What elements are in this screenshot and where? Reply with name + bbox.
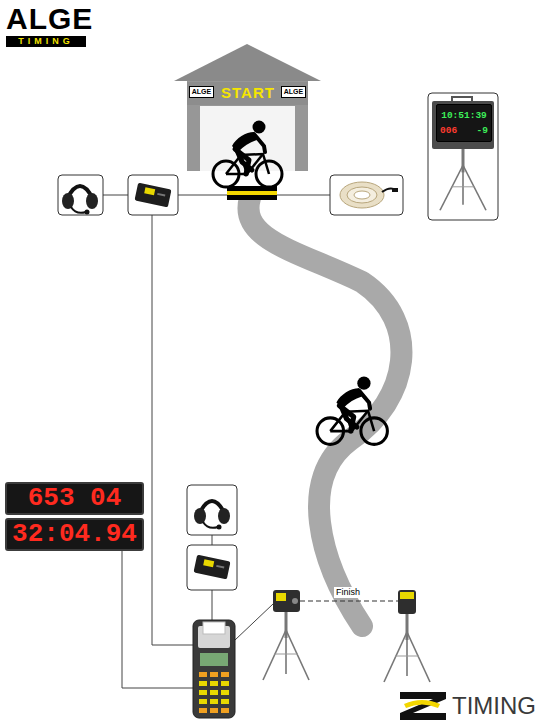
timer-printer <box>210 690 218 695</box>
timer-printer <box>199 699 207 704</box>
contact-mat-icon <box>347 187 377 203</box>
photocell-left <box>273 590 300 612</box>
start-line <box>227 186 277 200</box>
timer-printer <box>200 653 228 666</box>
photocell-left <box>263 590 309 680</box>
contact-mat-icon <box>340 182 384 208</box>
timer-printer <box>203 622 225 634</box>
display-tripod-panel <box>432 101 494 149</box>
radio-icon <box>187 545 237 590</box>
headset-icon <box>187 485 237 535</box>
radio-icon <box>187 545 237 590</box>
headset-icon <box>58 175 103 215</box>
cable <box>277 195 330 196</box>
cable <box>103 195 330 688</box>
display-row: START <box>220 84 276 102</box>
contact-mat-icon <box>330 175 403 215</box>
display-row: 653 04 <box>5 482 144 515</box>
display-row: 006 -9 <box>440 123 488 138</box>
cable <box>103 195 128 196</box>
photocell-right <box>400 592 414 599</box>
radio-icon <box>135 183 172 208</box>
contact-mat-icon <box>392 188 398 192</box>
timer-printer <box>221 699 229 704</box>
timer-printer <box>210 672 218 677</box>
contact-mat-icon <box>330 175 403 215</box>
company-logo-mark <box>400 692 446 720</box>
timer-printer <box>221 672 229 677</box>
display-row: 32:04.94 <box>5 518 144 551</box>
logo-wordmark: ALGE <box>6 3 93 35</box>
timer-printer <box>210 708 218 713</box>
timer-printer <box>221 690 229 695</box>
timer-printer <box>210 681 218 686</box>
radio-icon <box>128 175 178 215</box>
start-line <box>227 186 277 200</box>
display-tripod-panel <box>428 93 498 220</box>
timer-printer <box>193 620 235 718</box>
cyclist-silhouette <box>317 377 387 445</box>
headset-icon <box>62 186 98 215</box>
timer-printer <box>199 672 207 677</box>
led-display-board: 653 04 32:04.94 <box>5 482 144 554</box>
headset-icon <box>187 485 237 535</box>
start-house <box>174 44 321 171</box>
headset-icon <box>58 175 103 215</box>
timer-printer <box>199 690 207 695</box>
race-track <box>248 198 401 626</box>
photocell-left <box>263 612 309 680</box>
photocell-left <box>276 593 286 601</box>
cyclist-silhouette <box>213 121 282 188</box>
light-beam <box>300 600 398 601</box>
finish-label: Finish <box>334 587 362 598</box>
scoreboard-display: 10:51:39006 -9 <box>436 104 492 142</box>
start-banner: START <box>216 83 280 103</box>
photocell-left <box>292 598 298 604</box>
logo-tagline: TIMING <box>6 36 86 47</box>
timer-printer <box>199 681 207 686</box>
node-text: -9 <box>477 123 488 138</box>
node-text: START <box>221 84 275 101</box>
node-text: 10:51:39 <box>441 108 487 123</box>
node-text: 653 04 <box>28 483 122 513</box>
photocell-right <box>398 590 416 614</box>
cable <box>212 590 213 620</box>
photocell-right <box>384 614 430 682</box>
cable <box>235 604 273 640</box>
cable <box>178 195 227 196</box>
photocell-right <box>384 590 430 682</box>
company-logo-mark <box>404 700 440 708</box>
headset-icon <box>194 501 230 530</box>
banner-logo: ALGE <box>189 86 214 98</box>
radio-icon <box>128 175 178 215</box>
cable <box>212 535 213 545</box>
radio-icon <box>194 555 231 580</box>
display-row: 10:51:39 <box>440 108 488 123</box>
start-house <box>174 44 321 81</box>
timer-printer <box>199 708 207 713</box>
node-text: 32:04.94 <box>12 519 137 549</box>
timer-printer <box>193 620 235 718</box>
contact-mat-icon <box>354 191 370 199</box>
company-wordmark: TIMING <box>452 692 536 720</box>
start-line <box>227 191 277 195</box>
timer-printer <box>221 681 229 686</box>
timer-printer <box>210 699 218 704</box>
banner-logo: ALGE <box>281 86 306 98</box>
timer-printer <box>221 708 229 713</box>
display-tripod-panel <box>440 149 486 210</box>
start-house <box>187 82 308 105</box>
cable <box>122 548 193 688</box>
display-tripod-panel <box>428 93 498 220</box>
node-text: 006 <box>440 123 457 138</box>
company-logo-mark <box>400 692 446 720</box>
